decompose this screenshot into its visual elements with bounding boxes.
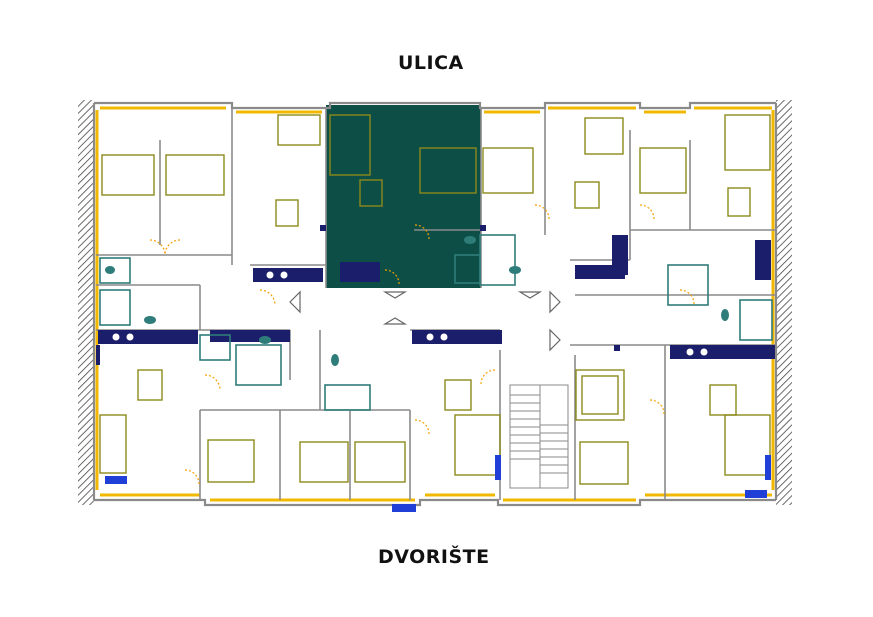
- door-swings: [149, 204, 695, 485]
- dining-tables: [137, 179, 751, 416]
- wall-accents: [96, 225, 620, 365]
- balcony-blue-units: [105, 455, 771, 512]
- left-wall-hatch: [78, 100, 94, 505]
- sofas: [99, 114, 771, 476]
- windows: [95, 106, 775, 502]
- corridor-arrows: [289, 290, 561, 352]
- kitchen-appliances: [112, 271, 708, 356]
- outer-walls: [92, 101, 778, 507]
- courtyard-label: DVORIŠTE: [378, 546, 490, 568]
- toilets: [105, 236, 729, 366]
- beds: [101, 147, 687, 485]
- right-wall-hatch: [776, 100, 792, 505]
- bathrooms: [99, 234, 773, 411]
- street-label: ULICA: [398, 52, 464, 74]
- elevator: [575, 369, 625, 421]
- staircase: [509, 384, 569, 489]
